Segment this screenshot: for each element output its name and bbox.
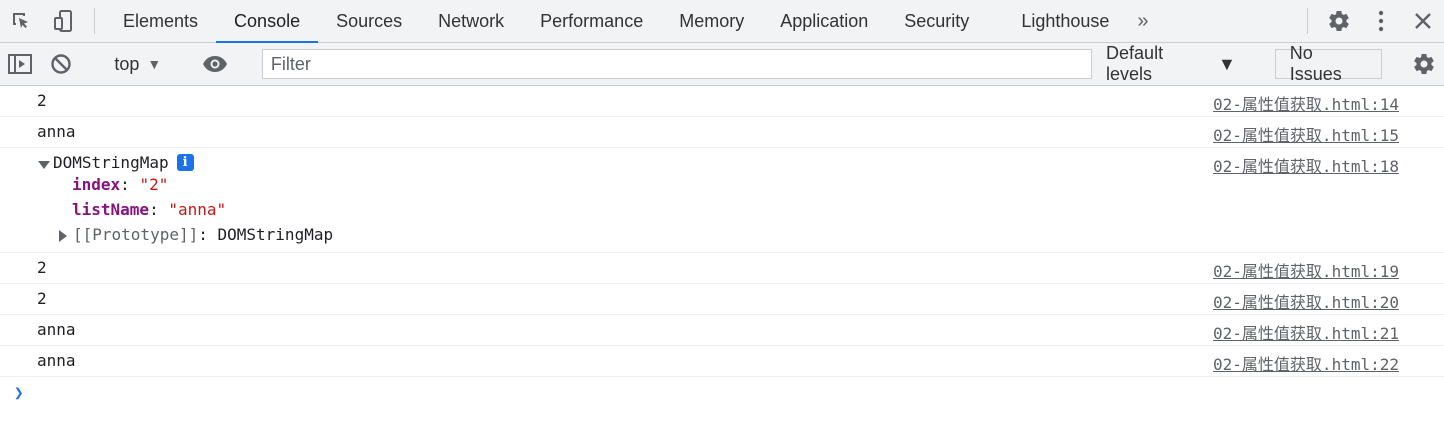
object-property: listName: "anna": [37, 197, 1444, 222]
source-link[interactable]: 02-属性值获取.html:19: [1213, 262, 1399, 281]
more-options-icon[interactable]: [1360, 0, 1402, 42]
tab-memory[interactable]: Memory: [679, 10, 745, 31]
settings-gear-icon[interactable]: [1318, 0, 1360, 42]
log-levels-dropdown[interactable]: Default levels ▼: [1094, 43, 1248, 85]
expand-triangle-icon[interactable]: [59, 229, 67, 242]
tab-performance[interactable]: Performance: [540, 10, 644, 31]
more-tabs-icon[interactable]: »: [1137, 9, 1149, 32]
log-row: 2 02-属性值获取.html:14: [0, 86, 1444, 117]
tab-elements[interactable]: Elements: [123, 10, 199, 31]
log-row: anna 02-属性值获取.html:22: [0, 346, 1444, 377]
tab-lighthouse[interactable]: Lighthouse: [1021, 10, 1110, 31]
toolbar-divider: [94, 8, 95, 34]
close-icon[interactable]: [1402, 0, 1444, 42]
log-row: 2 02-属性值获取.html:20: [0, 284, 1444, 315]
log-value: 2: [37, 289, 47, 308]
tab-security[interactable]: Security: [904, 10, 970, 31]
devtools-main-toolbar: Elements Console Sources Network Performance…: [0, 0, 1444, 43]
source-link[interactable]: 02-属性值获取.html:22: [1213, 355, 1399, 374]
prototype-value: DOMStringMap: [217, 225, 334, 244]
source-link[interactable]: 02-属性值获取.html:14: [1213, 95, 1399, 114]
dropdown-caret-icon: ▼: [147, 56, 162, 72]
object-log-row: DOMStringMap i 02-属性值获取.html:18 index: "…: [0, 148, 1444, 253]
log-row: anna 02-属性值获取.html:15: [0, 117, 1444, 148]
prompt-chevron-icon: ❯: [14, 383, 24, 402]
log-row: anna 02-属性值获取.html:21: [0, 315, 1444, 346]
issues-button[interactable]: No Issues: [1274, 43, 1383, 84]
source-link[interactable]: 02-属性值获取.html:15: [1213, 126, 1399, 145]
tab-network[interactable]: Network: [438, 10, 505, 31]
property-value: "anna": [168, 200, 227, 219]
filter-input[interactable]: [261, 49, 1093, 79]
dropdown-caret-icon: ▼: [1217, 53, 1236, 74]
device-toolbar-icon[interactable]: [42, 0, 84, 42]
property-separator: :: [149, 200, 169, 219]
property-value: "2": [139, 175, 169, 194]
property-key: listName: [72, 200, 150, 219]
property-separator: :: [120, 175, 140, 194]
log-value: 2: [37, 258, 47, 277]
inspect-element-icon[interactable]: [0, 0, 42, 42]
property-key: index: [72, 175, 121, 194]
info-icon[interactable]: i: [176, 154, 194, 171]
tab-console[interactable]: Console: [216, 0, 319, 43]
log-levels-label: Default levels: [1106, 43, 1164, 84]
source-link[interactable]: 02-属性值获取.html:18: [1213, 157, 1399, 176]
console-log: 2 02-属性值获取.html:14 anna 02-属性值获取.html:15 DO…: [0, 86, 1444, 402]
source-link[interactable]: 02-属性值获取.html:20: [1213, 293, 1399, 312]
show-sidebar-icon[interactable]: [0, 54, 41, 74]
console-toolbar: top ▼ Default levels ▼ No Issues: [0, 43, 1444, 86]
object-title[interactable]: DOMStringMap: [53, 153, 169, 172]
context-selector[interactable]: top ▼: [102, 54, 173, 75]
console-settings-gear-icon[interactable]: [1403, 52, 1444, 76]
log-value: anna: [37, 320, 76, 339]
source-link[interactable]: 02-属性值获取.html:21: [1213, 324, 1399, 343]
toolbar-divider: [1307, 8, 1308, 34]
prototype-key: [[Prototype]]: [73, 225, 199, 244]
collapse-triangle-icon[interactable]: [38, 161, 50, 169]
tab-application[interactable]: Application: [780, 10, 869, 31]
object-property: index: "2": [37, 172, 1444, 197]
log-row: 2 02-属性值获取.html:19: [0, 253, 1444, 284]
live-expression-eye-icon[interactable]: [194, 55, 235, 73]
tab-sources[interactable]: Sources: [336, 10, 403, 31]
context-label: top: [114, 53, 140, 74]
log-value: anna: [37, 351, 76, 370]
clear-console-icon[interactable]: [41, 53, 82, 75]
console-prompt[interactable]: ❯: [0, 377, 1444, 402]
log-value: anna: [37, 122, 76, 141]
log-value: 2: [37, 91, 47, 110]
prototype-row[interactable]: [[Prototype]]: DOMStringMap: [37, 222, 1444, 247]
